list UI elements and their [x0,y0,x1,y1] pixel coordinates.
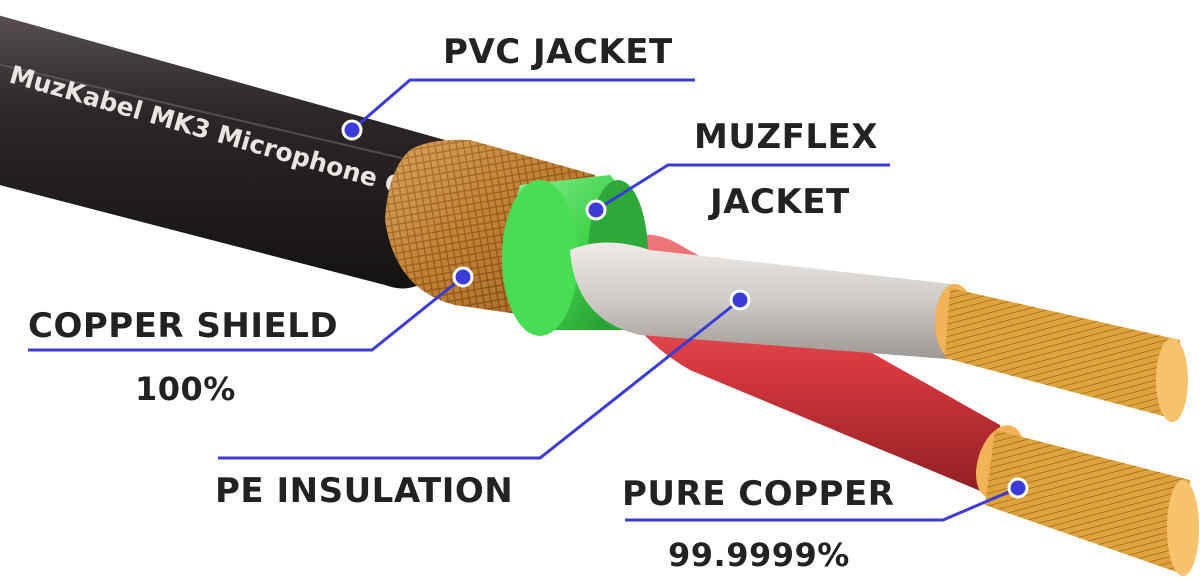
marker-pure-copper [1007,477,1029,499]
leader-lines [28,78,1019,522]
marker-pe-insulation [729,289,751,311]
label-pe-insulation: PE INSULATION [215,471,513,511]
leader-muzflex [595,163,890,212]
leader-pvc [351,78,695,132]
label-pvc-jacket: PVC JACKET [443,32,673,72]
label-pure-copper-value: 99.9999% [668,536,850,574]
leader-pe-insulation [218,298,741,460]
marker-copper-shield [452,266,474,288]
marker-pvc [341,119,363,141]
label-muzflex-line1: MUZFLEX [694,117,878,157]
leader-copper-shield [28,275,464,352]
outer-jacket [0,15,459,289]
label-pure-copper: PURE COPPER [622,474,894,514]
label-copper-shield: COPPER SHIELD [28,306,338,346]
grey-conductor [570,242,1188,422]
leader-pure-copper [625,486,1019,522]
label-copper-shield-value: 100% [135,370,236,408]
markers [341,119,1029,499]
marker-muzflex [585,199,607,221]
label-muzflex-line2: JACKET [708,182,850,222]
